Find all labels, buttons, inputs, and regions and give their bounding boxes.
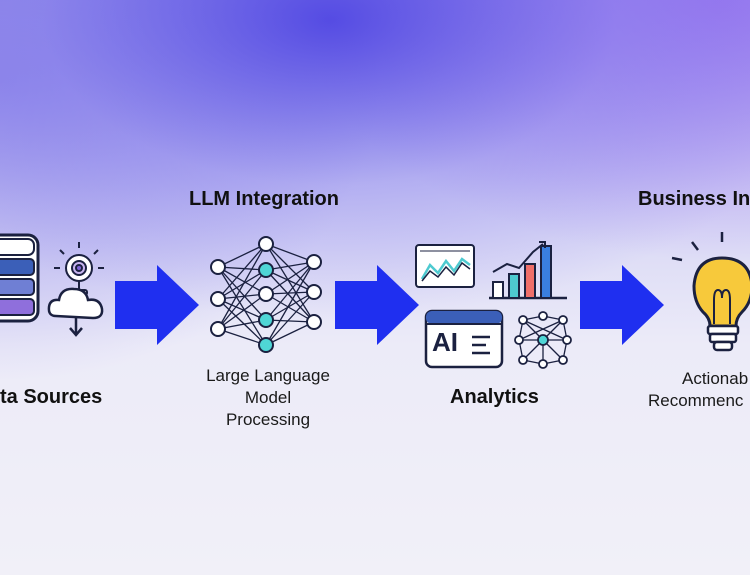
stage-caption-llm-processing: Large Language Model Processing	[188, 365, 348, 431]
caption-line: Actionab	[682, 369, 749, 388]
caption-line: Model	[244, 388, 292, 407]
caption-line: Recommenc	[648, 391, 744, 410]
stage-title-business-insights: Business In	[638, 188, 750, 210]
stage-title-llm-integration: LLM Integration	[189, 188, 339, 210]
flow-arrow-2	[335, 265, 419, 345]
ai-window-icon	[424, 309, 504, 369]
stage-caption-analytics: Analytics	[450, 386, 539, 408]
flow-arrow-1	[115, 265, 199, 345]
neural-network-icon	[210, 236, 322, 353]
stage-caption-data-sources: ta Sources	[0, 386, 103, 408]
network-icon	[514, 311, 572, 369]
lightbulb-icon	[671, 232, 750, 352]
flow-arrow-3	[580, 265, 664, 345]
bar-chart-icon	[489, 241, 567, 300]
database-icon	[0, 233, 40, 323]
caption-line: Processing	[225, 410, 311, 429]
line-chart-icon	[415, 244, 475, 288]
ai-badge-label: AI	[432, 327, 458, 357]
caption-line: Large Language	[206, 366, 330, 385]
stage-caption-recommendations: Actionab Recommenc	[640, 368, 748, 412]
cloud-icon	[47, 287, 104, 337]
